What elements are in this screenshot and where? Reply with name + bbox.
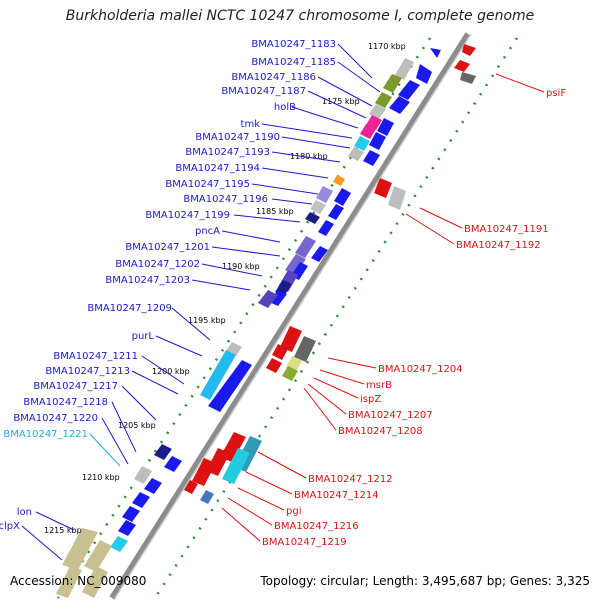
gene-label: BMA10247_1191 xyxy=(464,224,549,235)
gene-label: BMA10247_1217 xyxy=(33,381,118,392)
gene-label: lon xyxy=(17,507,32,518)
gene-label: BMA10247_1204 xyxy=(378,364,463,375)
topology-summary: Topology: circular; Length: 3,495,687 bp… xyxy=(260,574,590,588)
gene-label: BMA10247_1208 xyxy=(338,426,423,437)
accession-text: Accession: NC_009080 xyxy=(10,574,147,588)
gene-label: BMA10247_1209 xyxy=(87,303,172,314)
gene-label: BMA10247_1219 xyxy=(262,537,347,548)
gene-label: BMA10247_1190 xyxy=(195,132,280,143)
gene-label: BMA10247_1211 xyxy=(53,351,138,362)
gene-label: BMA10247_1199 xyxy=(145,210,230,221)
forward-features xyxy=(56,48,441,598)
gene-label-highlighted: BMA10247_1221 xyxy=(3,429,88,440)
gene-label: BMA10247_1195 xyxy=(165,179,250,190)
gene-label: ispZ xyxy=(360,394,381,405)
tick-label: 1180 kbp xyxy=(290,152,328,161)
tick-label: 1205 kbp xyxy=(118,421,156,430)
gene-label: BMA10247_1201 xyxy=(125,242,210,253)
gene-label: holB xyxy=(274,102,296,113)
gene-label: BMA10247_1194 xyxy=(175,163,260,174)
forward-gene-labels: BMA10247_1183 BMA10247_1185 BMA10247_118… xyxy=(0,39,336,532)
gene-label: BMA10247_1216 xyxy=(274,521,359,532)
gene-label: BMA10247_1187 xyxy=(221,86,306,97)
gene-label: clpX xyxy=(0,521,20,532)
gene-label: BMA10247_1186 xyxy=(231,72,316,83)
gene-label: BMA10247_1192 xyxy=(456,240,541,251)
tick-labels: 1170 kbp 1175 kbp 1180 kbp 1185 kbp 1190… xyxy=(44,42,406,535)
feature-arrow-1183[interactable] xyxy=(430,48,441,58)
gene-label: msrB xyxy=(366,380,392,391)
gene-label: BMA10247_1183 xyxy=(251,39,336,50)
tick-label: 1210 kbp xyxy=(82,473,120,482)
map-title: Burkholderia mallei NCTC 10247 chromosom… xyxy=(65,8,535,24)
tick-label: 1215 kbp xyxy=(44,526,82,535)
outer-ring-dotted-line xyxy=(153,37,519,599)
gene-label: pgi xyxy=(286,506,301,517)
tick-label: 1190 kbp xyxy=(222,262,260,271)
gene-label: BMA10247_1185 xyxy=(251,57,336,68)
gene-label: BMA10247_1214 xyxy=(294,490,379,501)
right-leader-lines xyxy=(221,73,545,542)
tick-label: 1195 kbp xyxy=(188,316,226,325)
gene-label: tmk xyxy=(241,119,261,130)
gene-label: psiF xyxy=(546,88,566,99)
gene-label: BMA10247_1213 xyxy=(45,366,130,377)
tick-label: 1175 kbp xyxy=(322,97,360,106)
tick-label: 1170 kbp xyxy=(368,42,406,51)
gene-label: pncA xyxy=(195,226,220,237)
reverse-features xyxy=(184,44,476,504)
gene-label: BMA10247_1207 xyxy=(348,410,433,421)
gene-label: purL xyxy=(132,331,155,342)
gene-label: BMA10247_1220 xyxy=(13,413,98,424)
gene-label: BMA10247_1203 xyxy=(105,275,190,286)
reverse-gene-labels: psiF BMA10247_1191 BMA10247_1192 BMA1024… xyxy=(262,88,566,548)
gene-label: BMA10247_1218 xyxy=(23,397,108,408)
tick-label: 1200 kbp xyxy=(152,367,190,376)
gene-label: BMA10247_1196 xyxy=(183,194,268,205)
gene-label: BMA10247_1193 xyxy=(185,147,270,158)
gene-label: BMA10247_1212 xyxy=(308,474,393,485)
tick-label: 1185 kbp xyxy=(256,207,294,216)
backbone-line xyxy=(109,32,471,600)
left-leader-lines xyxy=(21,43,381,561)
gene-label: BMA10247_1202 xyxy=(115,259,200,270)
